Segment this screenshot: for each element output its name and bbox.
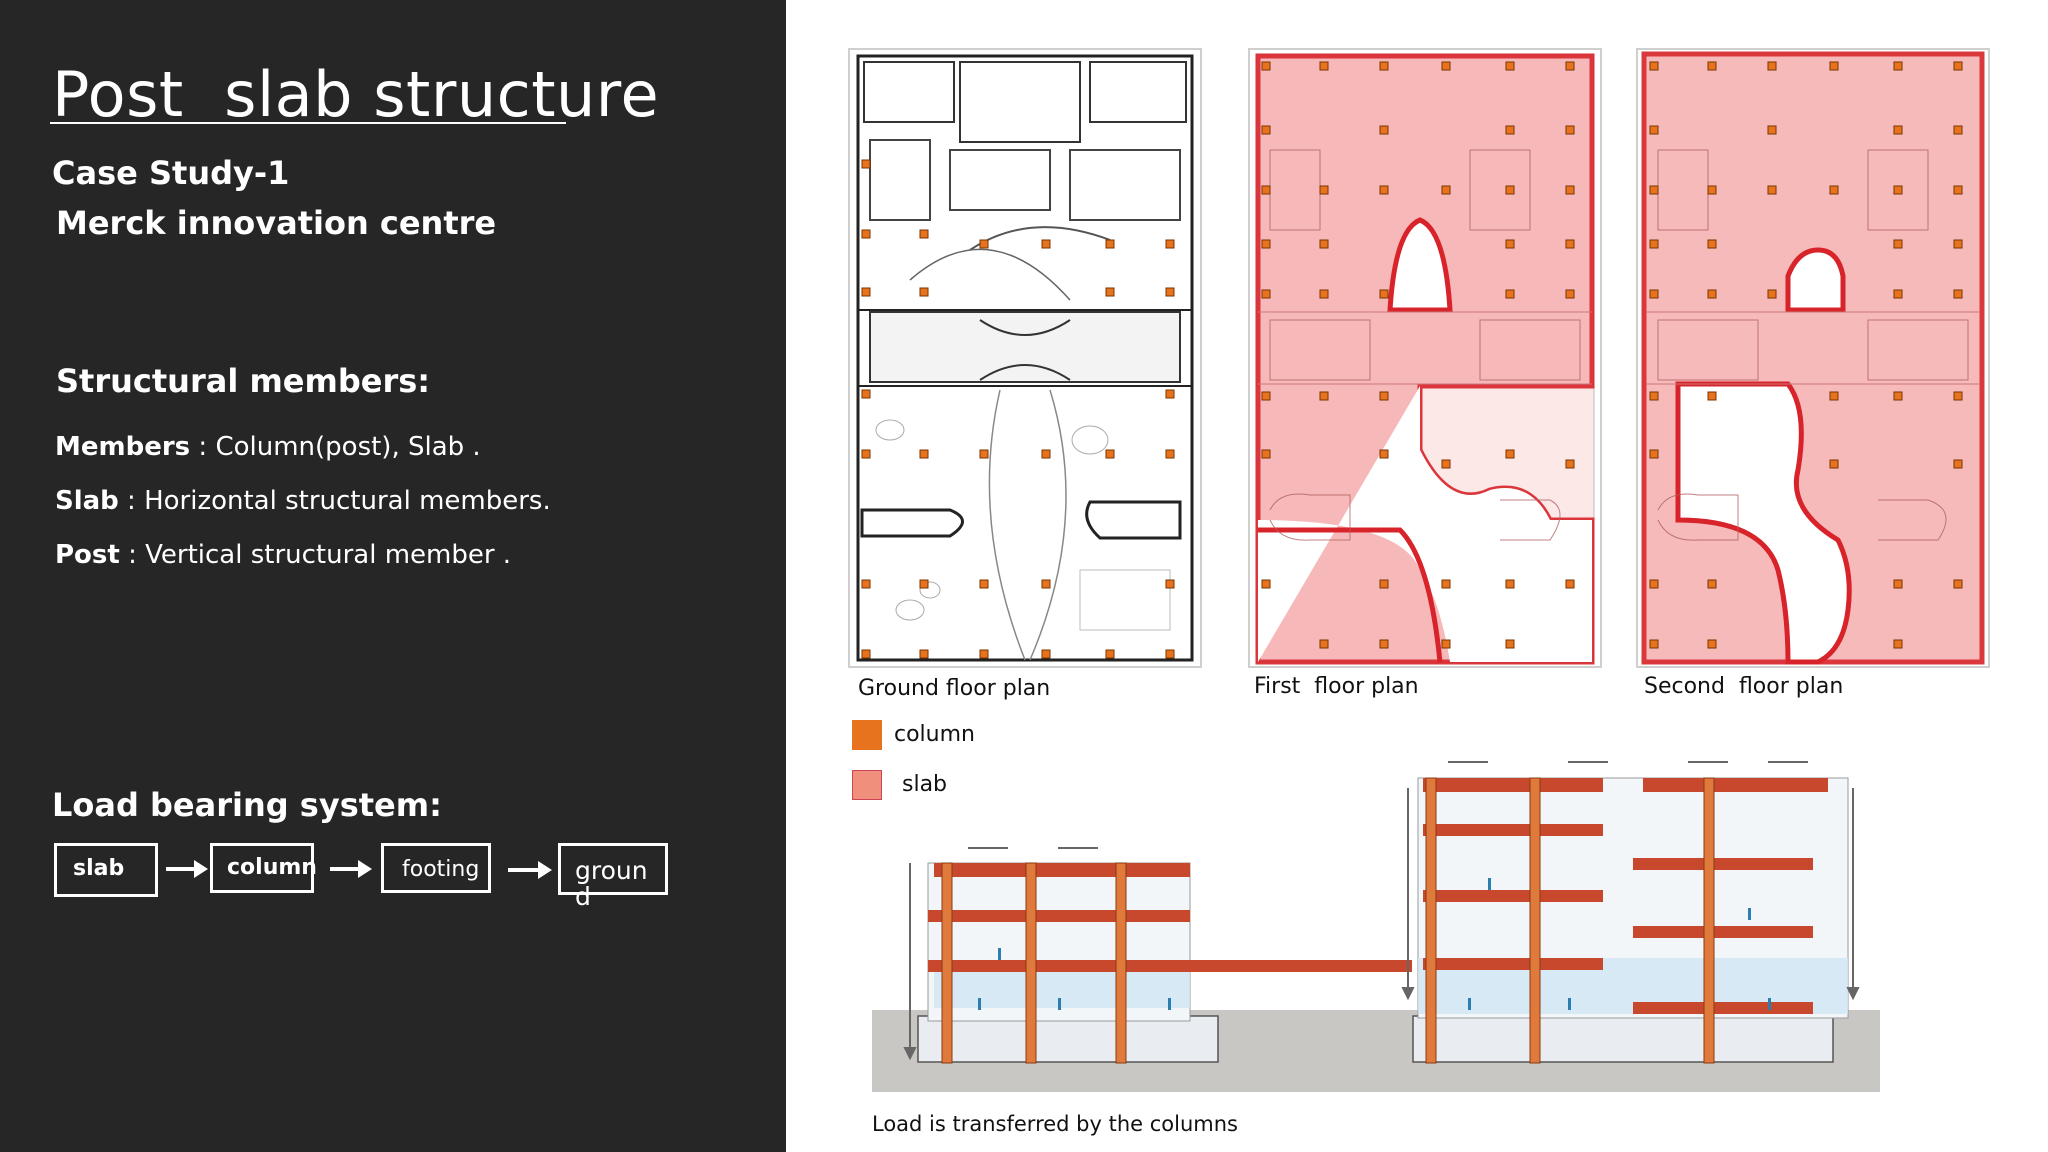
ground-floor-plan: [848, 48, 1202, 668]
left-panel: Post slab structure Case Study-1 Merck i…: [0, 0, 786, 1152]
second-floor-drawing: [1641, 51, 1985, 665]
building-section-drawing: [872, 761, 1880, 1092]
flow-slab-box: slab: [54, 843, 158, 897]
first-floor-drawing: [1255, 53, 1595, 665]
flow-arrow: [508, 861, 552, 879]
first-floor-caption: First floor plan: [1254, 674, 1419, 699]
building-section: [868, 748, 1888, 1098]
ground-floor-caption: Ground floor plan: [858, 676, 1051, 701]
structural-members-heading: Structural members:: [56, 362, 431, 400]
building-name: Merck innovation centre: [56, 204, 497, 242]
section-caption: Load is transferred by the columns: [872, 1112, 1238, 1136]
first-floor-plan: [1248, 48, 1602, 668]
load-bearing-heading: Load bearing system:: [52, 786, 442, 824]
flow-ground-box: groun d: [558, 843, 668, 910]
definition-members: Members : Column(post), Slab .: [55, 432, 481, 462]
case-study-label: Case Study-1: [52, 154, 290, 192]
flow-footing-box: footing: [381, 843, 491, 893]
legend-column-swatch: [852, 720, 882, 750]
title-underline: [50, 122, 566, 124]
legend-column-label: column: [894, 722, 975, 747]
page-title: Post slab structure: [52, 58, 660, 131]
flow-arrow: [330, 860, 372, 878]
flow-arrow: [166, 860, 208, 878]
legend-slab-label: slab: [902, 772, 948, 797]
flow-column-box: column: [210, 843, 317, 893]
definition-slab: Slab : Horizontal structural members.: [55, 486, 551, 516]
ground-floor-drawing: [856, 54, 1194, 662]
legend-slab-swatch: [852, 770, 882, 800]
second-floor-plan: [1636, 48, 1990, 668]
definition-post: Post : Vertical structural member .: [55, 540, 512, 570]
second-floor-caption: Second floor plan: [1644, 674, 1844, 699]
